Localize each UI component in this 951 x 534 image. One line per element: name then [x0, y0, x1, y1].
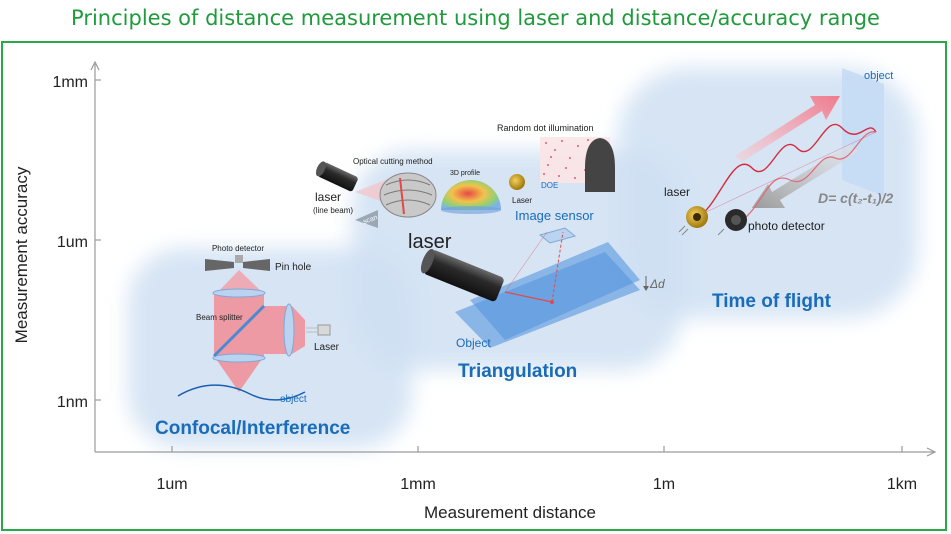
tof-illustration: [678, 68, 884, 236]
triangulation-name: Triangulation: [458, 361, 577, 382]
page-title: Principles of distance measurement using…: [71, 6, 880, 30]
triangulation-scan-label: scan: [362, 214, 378, 226]
y-axis-label: Measurement accuracy: [12, 166, 31, 343]
triangulation-object-label: Object: [456, 336, 491, 350]
tof-photo-detector-label: photo detector: [748, 219, 825, 233]
confocal-name: Confocal/Interference: [155, 418, 350, 439]
triangulation-laser-big-label: laser: [408, 231, 452, 253]
triangulation-main-illustration: [420, 227, 649, 348]
confocal-laser-label: Laser: [314, 342, 340, 353]
triangulation-region: [352, 150, 682, 370]
x-tick-1um: 1um: [156, 476, 187, 493]
random-dot-illustration: [509, 137, 615, 192]
y-tick-1nm: 1nm: [57, 394, 88, 411]
tof-formula: D= c(t₂-t₁)/2: [818, 190, 893, 206]
x-axis: [95, 446, 937, 457]
confocal-pin-hole-label: Pin hole: [275, 262, 312, 273]
confocal-beam-splitter-label: Beam splitter: [196, 313, 243, 322]
triangulation-laser-small-label: Laser: [512, 196, 532, 205]
triangulation-3d-profile-label: 3D profile: [450, 170, 480, 177]
optical-cutting-illustration: [315, 161, 501, 228]
triangulation-laser-line-label: laser: [315, 190, 341, 204]
diagram-frame: [1, 41, 947, 531]
x-tick-1mm: 1mm: [400, 476, 436, 493]
triangulation-random-dot-label: Random dot illumination: [497, 123, 594, 133]
x-axis-label: Measurement distance: [424, 503, 596, 522]
x-tick-1km: 1km: [887, 476, 917, 493]
tof-name: Time of flight: [712, 291, 832, 312]
tof-object-label: object: [864, 70, 893, 82]
confocal-photo-detector-label: Photo detector: [212, 244, 264, 253]
triangulation-delta-d-label: Δd: [649, 277, 665, 291]
y-tick-1mm: 1mm: [52, 74, 88, 91]
y-axis: [90, 60, 101, 452]
confocal-illustration: [177, 255, 331, 401]
triangulation-image-sensor-label: Image sensor: [515, 208, 594, 223]
y-tick-1um: 1um: [57, 234, 88, 251]
triangulation-line-beam-label: (line beam): [313, 206, 353, 215]
x-tick-1m: 1m: [653, 476, 675, 493]
triangulation-optical-cutting-label: Optical cutting method: [353, 157, 433, 166]
tof-laser-label: laser: [664, 185, 690, 199]
triangulation-doe-label: DOE: [541, 181, 558, 190]
confocal-object-label: object: [280, 394, 307, 405]
